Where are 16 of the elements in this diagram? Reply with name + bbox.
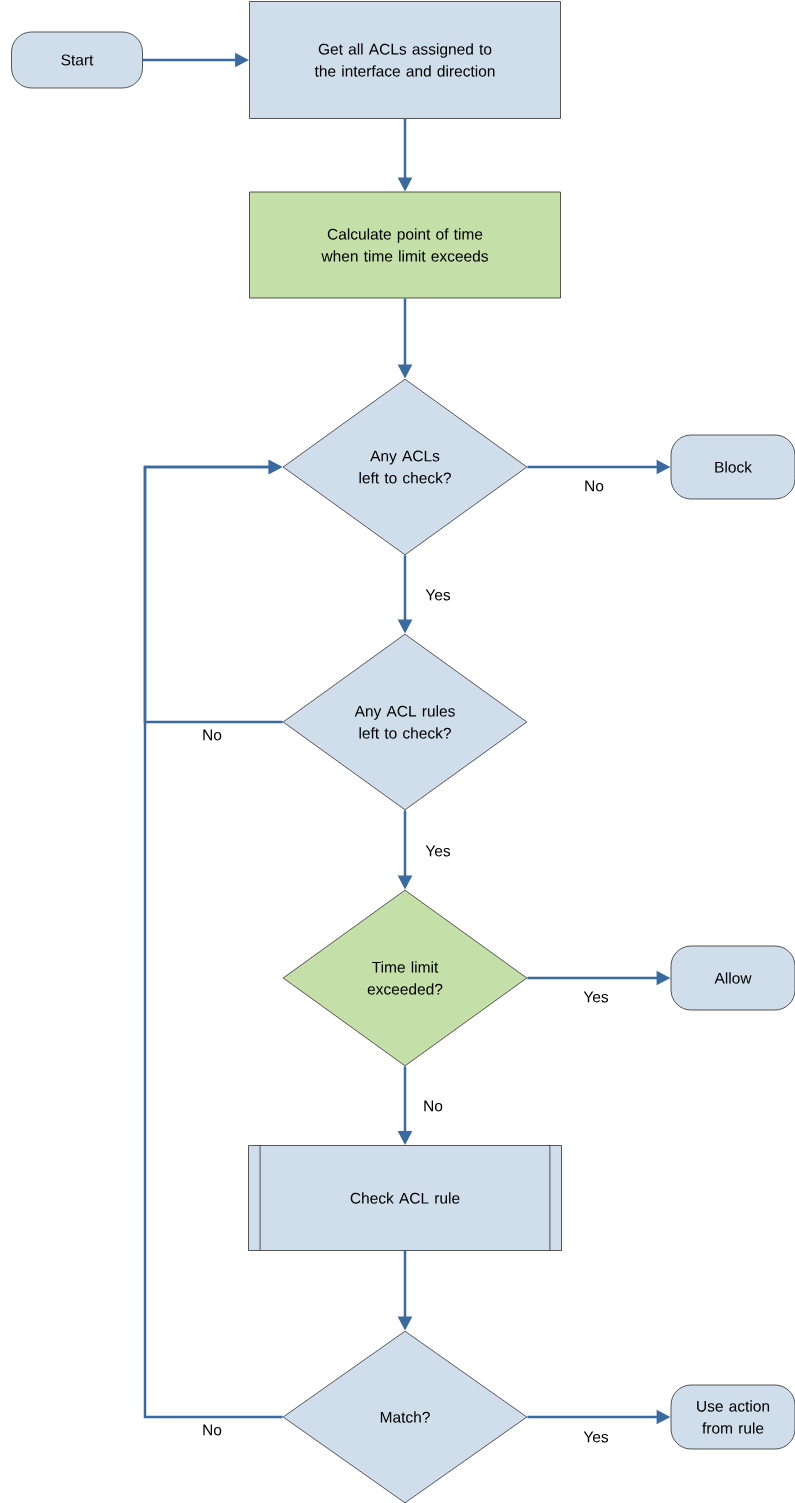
edge-label: No: [201, 1423, 223, 1437]
subprocess-box: Check ACL rule: [248, 1144, 562, 1252]
edge-label: Yes: [424, 844, 452, 858]
edge-label: No: [583, 479, 605, 493]
edge-label: Yes: [582, 1430, 610, 1444]
terminal-box: Start: [11, 31, 143, 89]
edge-label: No: [422, 1099, 444, 1113]
terminal-box: Use action from rule: [670, 1384, 795, 1450]
edge-label: Yes: [582, 990, 610, 1004]
terminal-box: Block: [670, 434, 795, 500]
process-box: Calculate point of time when time limit exceeds: [249, 191, 561, 299]
edge-label: Yes: [424, 588, 452, 602]
arrow: [143, 459, 283, 1419]
edge-label: No: [201, 728, 223, 742]
process-box: Get all ACLs assigned to the interface and direction: [249, 1, 561, 119]
terminal-box: Allow: [670, 945, 795, 1011]
